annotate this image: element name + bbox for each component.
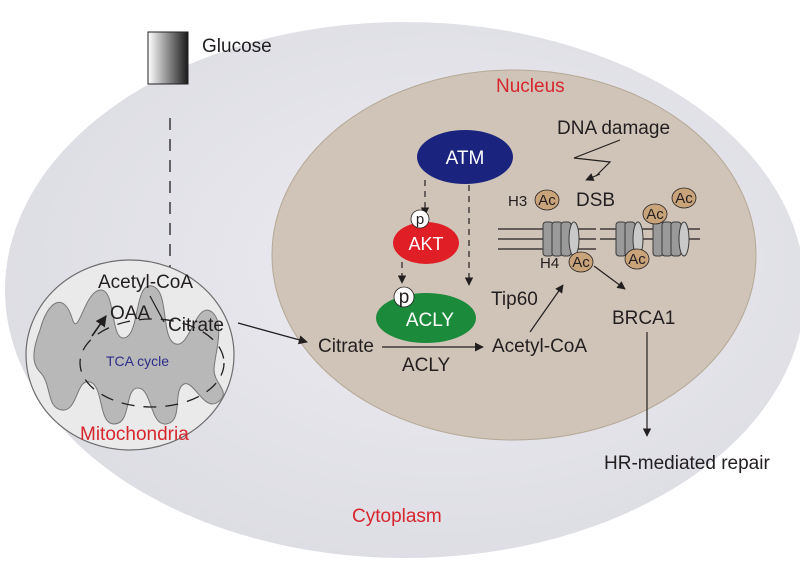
mitochondria-label: Mitochondria	[80, 424, 189, 445]
ac-badge-right-bottom	[624, 248, 650, 270]
ac-label-h4: Ac	[572, 254, 590, 271]
akt-label: AKT	[408, 234, 443, 254]
acly-enzyme-label: ACLY	[402, 355, 451, 376]
ac-badge-right-top	[671, 187, 697, 209]
nucleus-label: Nucleus	[496, 76, 565, 97]
citrate-mito-label: Citrate	[168, 315, 224, 336]
nucleosome-left	[542, 221, 580, 257]
histone-to-brca1-arrow	[593, 265, 626, 290]
nucleosome-right-2	[652, 221, 690, 257]
nucleosome-right-1	[615, 221, 644, 257]
citrate-cyto-label: Citrate	[318, 336, 374, 357]
acly-node-label: ACLY	[406, 310, 455, 331]
ac-label-right-top: Ac	[675, 190, 693, 207]
tca-cycle-label: TCA cycle	[106, 353, 169, 369]
dna-damage-arrow	[585, 173, 601, 181]
akt-node	[393, 222, 459, 264]
acetyl-to-histone-arrow	[529, 284, 564, 333]
ac-label-h3: Ac	[538, 192, 556, 209]
h3-label: H3	[508, 193, 527, 210]
mitochondrion-cristae	[33, 285, 224, 425]
glucose-label: Glucose	[202, 36, 272, 57]
dsb-label: DSB	[576, 190, 615, 211]
brca1-label: BRCA1	[612, 308, 675, 329]
oaa-label: OAA	[110, 303, 150, 324]
acetyl-to-citrate-connector	[149, 295, 165, 323]
citrate-export-arrow	[237, 322, 308, 345]
acly-phospho-label: p	[399, 287, 410, 308]
dna-damage-label: DNA damage	[557, 118, 670, 139]
ac-badge-right-mid	[642, 203, 668, 225]
akt-phospho-label: p	[416, 211, 424, 228]
glucose-transporter-icon	[147, 31, 189, 85]
ac-label-right-mid: Ac	[646, 206, 664, 223]
acetyl-coa-nuc-label: Acetyl-CoA	[492, 336, 587, 357]
atm-node	[417, 130, 513, 184]
acly-phospho-badge	[393, 286, 415, 308]
atm-label: ATM	[446, 148, 485, 169]
ac-badge-h4	[568, 251, 594, 273]
h4-label: H4	[540, 255, 559, 272]
akt-phospho-badge	[410, 209, 430, 229]
dna-damage-lightning-icon	[573, 139, 621, 177]
tca-cycle-circle	[79, 318, 225, 408]
tip60-label: Tip60	[491, 289, 538, 310]
ac-label-right-bottom: Ac	[628, 251, 646, 268]
tca-arrow-to-oaa	[91, 315, 107, 337]
cytoplasm-label: Cytoplasm	[352, 506, 442, 527]
ac-badge-h3	[534, 189, 560, 211]
hr-repair-label: HR-mediated repair	[604, 453, 770, 474]
acetyl-coa-mito-label: Acetyl-CoA	[98, 272, 193, 293]
